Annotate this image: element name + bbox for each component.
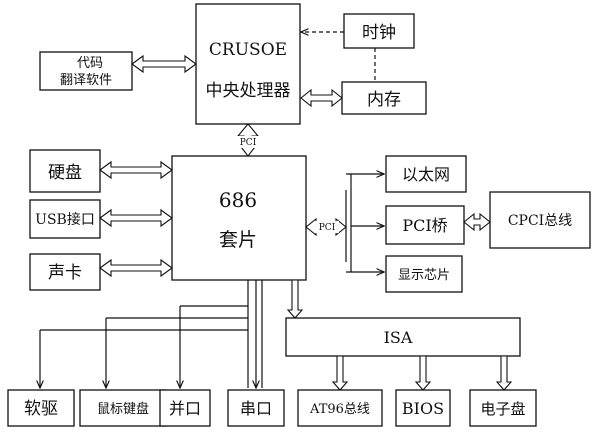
isa-to-bios-arrow [414,355,432,391]
memory-label: 内存 [367,90,401,110]
code-translate-box [39,51,133,91]
usb-port-box [29,199,101,239]
at96-bus-label: AT96总线 [309,402,370,417]
memory-box [341,81,427,115]
pci-top-label-bg [236,136,260,148]
usb-port-label: USB接口 [35,211,95,228]
display-chip-label: 显示芯片 [398,268,450,283]
cpu-memory-arrow [300,88,343,108]
clock-label: 时钟 [362,23,396,43]
code-translate-label-1: 代码 [77,56,103,71]
clock-box [343,13,415,49]
mouse-keyboard-label: 鼠标键盘 [97,401,149,417]
pci-bridge-box [385,205,465,245]
hard-disk-box [29,149,101,193]
chipset-box [171,155,307,281]
pci-bridge-label: PCI桥 [402,216,447,235]
sound-card-arrow [99,258,173,278]
sound-card-box [29,253,101,291]
electronic-disk-box [469,389,537,427]
chipset-label-1: 686 [219,188,257,212]
electronic-disk-label: 电子盘 [480,400,525,418]
sound-card-label: 声卡 [48,263,82,283]
serial-port-box [227,389,285,427]
pci-right-label-bg [315,221,339,233]
parallel-port-label: 并口 [169,399,201,418]
hard-disk-arrow [99,160,173,180]
bios-box [395,389,451,427]
crusoe-cpu-label: CRUSOE [209,40,287,60]
isa-to-edisk-arrow [495,355,513,391]
isa-label: ISA [384,328,413,347]
pci-right-label: PCI [319,223,336,233]
cpu-label: 中央处理器 [206,81,291,101]
display-chip-box [385,255,463,293]
bios-label: BIOS [402,399,444,418]
pci-top-label: PCI [240,138,257,148]
isa-box [285,317,521,357]
hard-disk-label: 硬盘 [48,163,82,183]
parallel-port-box [159,389,211,427]
floppy-label: 软驱 [24,399,58,419]
chipset-isa-arrow [286,279,304,319]
floppy-box [7,389,75,427]
mouse-keyboard-box [79,389,167,427]
ethernet-box [385,155,467,193]
cpci-bus-label: CPCI总线 [508,213,572,229]
at96-bus-box [297,389,383,427]
serial-port-label: 串口 [240,399,272,418]
code-translate-label-2: 翻译软件 [60,73,112,88]
chipset-label-2: 套片 [219,229,257,251]
isa-to-at96-arrow [331,355,349,391]
cpci-bus-box [489,191,591,249]
usb-port-arrow [99,208,173,228]
crusoe-cpu-box [195,3,301,125]
ethernet-label: 以太网 [402,165,450,184]
bridge-cpci-arrow [463,212,491,232]
code-cpu-arrow [131,54,197,74]
